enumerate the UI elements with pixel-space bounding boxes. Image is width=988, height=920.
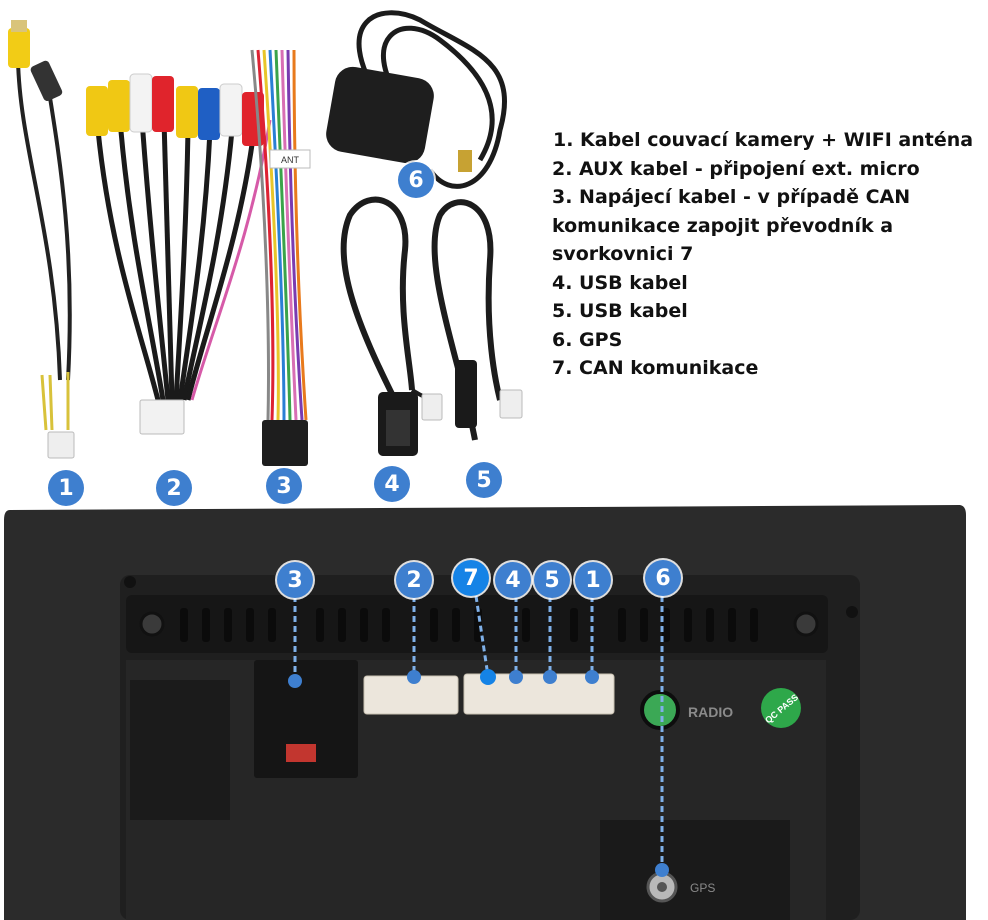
power-harness: ANT xyxy=(250,49,311,466)
port-badge-2: 2 xyxy=(396,562,432,598)
ant-tag: ANT xyxy=(281,155,300,165)
legend-item-3: 3. Napájecí kabel - v případě CAN xyxy=(552,186,911,208)
legend-item-5: 5. USB kabel xyxy=(552,300,688,322)
qc-sticker xyxy=(761,688,801,728)
legend-item-6: 6. GPS xyxy=(552,328,623,351)
cable-legend: 1. Kabel couvací kamery + WIFI anténa 2.… xyxy=(552,126,982,383)
fuse xyxy=(286,744,316,762)
rca-cable xyxy=(86,73,272,435)
head-unit: RADIO QC PASS GPS xyxy=(4,505,966,920)
gps-puck xyxy=(326,66,434,164)
cable-badge-3: 3 xyxy=(266,468,302,504)
camera-connector xyxy=(47,431,75,459)
radio-label: RADIO xyxy=(688,704,733,720)
leader-dots xyxy=(288,669,669,877)
gps-label: GPS xyxy=(690,881,715,895)
usb-can-port-block xyxy=(463,673,615,715)
cable-badge-4: 4 xyxy=(374,466,410,502)
cable-badge-1: 1 xyxy=(48,470,84,506)
usb-cable-5 xyxy=(431,199,523,441)
gps-antenna xyxy=(326,10,507,189)
legend-item-3-cont: komunikace zapojit převodník a xyxy=(552,214,894,237)
camera-cable xyxy=(8,20,75,459)
rca-connector xyxy=(139,399,185,435)
legend-item-7: 7. CAN komunikace xyxy=(552,357,759,379)
cable-badge-5: 5 xyxy=(466,462,502,498)
usb-plug xyxy=(455,360,477,428)
legend-item-3-cont2: svorkovnici 7 xyxy=(552,243,694,265)
port-badge-5: 5 xyxy=(534,562,570,598)
cable-badge-2: 2 xyxy=(156,470,192,506)
port-badge-1: 1 xyxy=(575,562,611,598)
port-badge-6: 6 xyxy=(645,560,681,596)
leader-lines xyxy=(293,595,664,872)
port-badge-7: 7 xyxy=(453,560,489,596)
usb-cable-4 xyxy=(340,196,443,456)
power-connector xyxy=(262,420,308,466)
legend-item-4: 4. USB kabel xyxy=(552,271,688,294)
black-plug xyxy=(30,60,63,102)
yellow-rca-plug xyxy=(8,28,30,68)
cable-badge-6: 6 xyxy=(398,162,434,198)
port-badge-3: 3 xyxy=(277,562,313,598)
legend-item-2: 2. AUX kabel - připojení ext. micro xyxy=(552,157,920,180)
radio-port xyxy=(640,690,680,730)
port-badge-4: 4 xyxy=(495,562,531,598)
legend-item-1: 1. Kabel couvací kamery + WIFI anténa xyxy=(553,129,974,151)
